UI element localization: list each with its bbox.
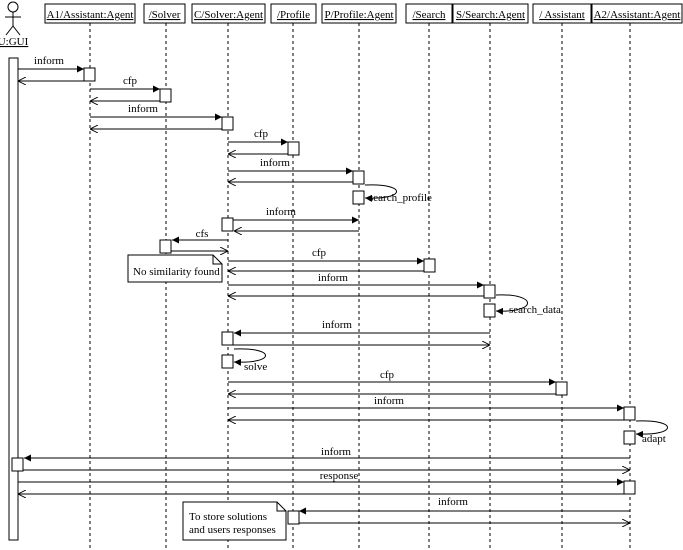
self-message-arrow <box>233 348 266 366</box>
message-label: inform <box>128 103 158 115</box>
activation-box <box>623 480 636 495</box>
self-message-arrow <box>495 294 528 315</box>
note-fold <box>276 502 286 512</box>
activation-box <box>221 217 234 232</box>
activation-box <box>483 284 496 299</box>
message-label: inform <box>34 55 64 67</box>
note-fold <box>212 255 222 265</box>
lifeline-label-search: /Search <box>413 9 446 21</box>
message-label: adapt <box>642 433 666 445</box>
lifeline-label-solver: /Solver <box>149 9 181 21</box>
actor-icon <box>5 1 21 36</box>
lifeline-label-assistant: / Assistant <box>539 9 585 21</box>
lifeline-header-a2 <box>591 3 683 24</box>
activation-box <box>483 303 496 318</box>
activation-box <box>555 381 568 396</box>
note-box <box>182 501 287 541</box>
message-label: inform <box>438 496 468 508</box>
message-label: inform <box>266 206 296 218</box>
activation-box <box>423 258 436 273</box>
self-message-arrow <box>635 420 668 438</box>
activation-box <box>11 457 24 472</box>
note-text: To store solutions <box>189 511 267 523</box>
message-label: cfp <box>380 369 395 381</box>
activation-box <box>221 354 234 369</box>
message-label: inform <box>321 446 351 458</box>
message-label: search_data <box>509 304 561 316</box>
actor-activation-bar <box>8 57 19 541</box>
activation-box <box>352 190 365 205</box>
self-message-arrow <box>364 184 397 202</box>
lifeline-label-c: C/Solver:Agent <box>194 9 263 21</box>
activation-box <box>287 510 300 525</box>
message-label: cfp <box>312 247 327 259</box>
lifeline-label-a1: A1/Assistant:Agent <box>47 9 134 21</box>
note-text: and users responses <box>189 524 276 536</box>
activation-box <box>287 141 300 156</box>
actor-label: U:GUI <box>0 36 29 48</box>
activation-box <box>352 170 365 185</box>
message-label: inform <box>260 157 290 169</box>
activation-box <box>221 116 234 131</box>
message-label: search_profile <box>369 192 432 204</box>
message-label: cfp <box>123 75 138 87</box>
activation-box <box>159 88 172 103</box>
activation-box <box>623 430 636 445</box>
lifeline-header-solver <box>143 3 186 24</box>
message-label: response <box>320 470 359 482</box>
lifeline-label-profile: /Profile <box>277 9 310 21</box>
lifeline-label-a2: A2/Assistant:Agent <box>594 9 681 21</box>
message-label: inform <box>322 319 352 331</box>
lifeline-label-p: P/Profile:Agent <box>324 9 393 21</box>
message-label: cfs <box>196 228 209 240</box>
activation-box <box>159 239 172 254</box>
note-box <box>127 254 223 283</box>
message-label: inform <box>374 395 404 407</box>
message-label: inform <box>318 272 348 284</box>
message-label: solve <box>244 361 267 373</box>
activation-box <box>221 331 234 346</box>
activation-box <box>83 67 96 82</box>
note-text: No similarity found <box>133 266 220 278</box>
lifeline-label-s: S/Search:Agent <box>456 9 525 21</box>
activation-box <box>623 406 636 421</box>
message-label: cfp <box>254 128 269 140</box>
